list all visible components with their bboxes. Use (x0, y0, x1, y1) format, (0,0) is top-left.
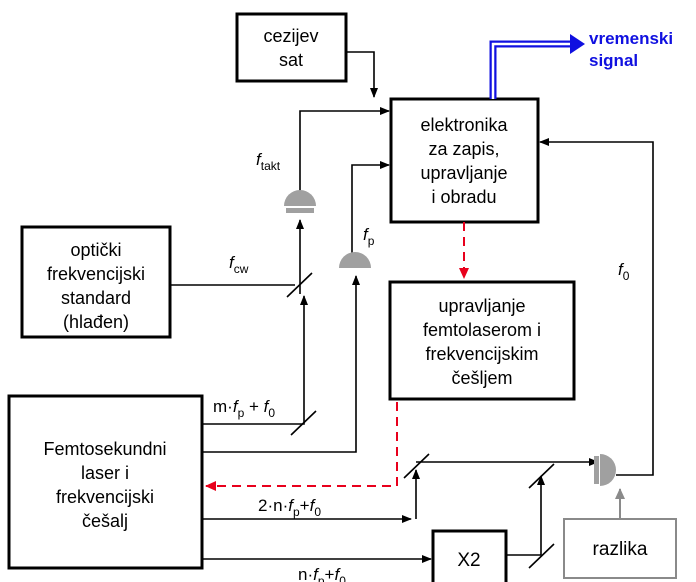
f0-detector-icon (594, 454, 616, 486)
cesium-clock-box: cezijev sat (235, 12, 348, 83)
optical-label-3: standard (61, 288, 131, 308)
beam-splitter-3 (403, 453, 430, 479)
beam-splitter-4 (528, 463, 555, 489)
frequency-labels: ftakt fcw fp f0 m·fp + f0 2·n·fp+f0 n·fp… (213, 150, 630, 582)
optical-standard-box: optički frekvencijski standard (hlađen) (20, 225, 172, 339)
optical-label-2: frekvencijski (47, 264, 145, 284)
2n-fp-f0-label: 2·n·fp+f0 (258, 496, 321, 519)
detectors (284, 190, 616, 486)
fp-label: fp (363, 225, 375, 248)
f0-label: f0 (618, 260, 630, 283)
electronics-box: elektronika za zapis, upravljanje i obra… (389, 97, 540, 224)
laser-label-4: češalj (82, 511, 128, 531)
ftakt-label: ftakt (256, 150, 281, 173)
comb-to-fp-arrow (202, 275, 360, 453)
cesium-label-1: cezijev (263, 26, 318, 46)
electronics-label-2: za zapis, (428, 139, 499, 159)
fcw-label: fcw (229, 253, 249, 276)
f0-arrow (539, 138, 654, 476)
control-box: upravljanje femtolaserom i frekvencijski… (388, 280, 576, 401)
control-to-laser-arrow (205, 402, 398, 491)
beam-splitters (286, 272, 555, 569)
cesium-label-2: sat (279, 50, 303, 70)
laser-label-1: Femtosekundni (43, 439, 166, 459)
cesium-to-electronics-arrow (346, 51, 378, 98)
optical-label-4: (hlađen) (63, 312, 129, 332)
output-label-1: vremenski (589, 29, 673, 48)
ftakt-detector-icon (284, 190, 316, 213)
difference-label: razlika (593, 539, 648, 560)
optical-label-1: optički (70, 240, 121, 260)
control-label-4: češljem (451, 368, 512, 388)
control-label-2: femtolaserom i (423, 320, 541, 340)
control-label-3: frekvencijskim (425, 344, 538, 364)
x2-output-arrow (506, 475, 545, 556)
m-fp-arrow (202, 295, 308, 425)
time-signal-output: vremenski signal (489, 29, 673, 99)
output-label-2: signal (589, 51, 638, 70)
n-fp-f0-label: n·fp+f0 (298, 565, 346, 582)
output-arrow-icon (570, 34, 585, 54)
control-label-1: upravljanje (438, 296, 525, 316)
electronics-label-4: i obradu (431, 187, 496, 207)
beam-splitter-1 (286, 272, 313, 298)
fp-arrow (351, 161, 390, 254)
m-fp-f0-label: m·fp + f0 (213, 397, 275, 420)
doubler-box: X2 (431, 529, 508, 582)
beam-splitter-5 (528, 543, 555, 569)
control-path (205, 222, 469, 491)
difference-box: razlika (563, 518, 677, 579)
doubler-label: X2 (457, 550, 480, 571)
signal-lines (170, 51, 654, 563)
fp-detector-icon (339, 252, 371, 268)
electronics-label-3: upravljanje (420, 163, 507, 183)
ftakt-arrow (299, 107, 390, 192)
femtosecond-laser-box: Femtosekundni laser i frekvencijski češa… (7, 394, 204, 570)
laser-label-2: laser i (81, 463, 129, 483)
laser-label-3: frekvencijski (56, 487, 154, 507)
electronics-label-1: elektronika (420, 115, 508, 135)
beam-splitter-2 (290, 410, 317, 436)
